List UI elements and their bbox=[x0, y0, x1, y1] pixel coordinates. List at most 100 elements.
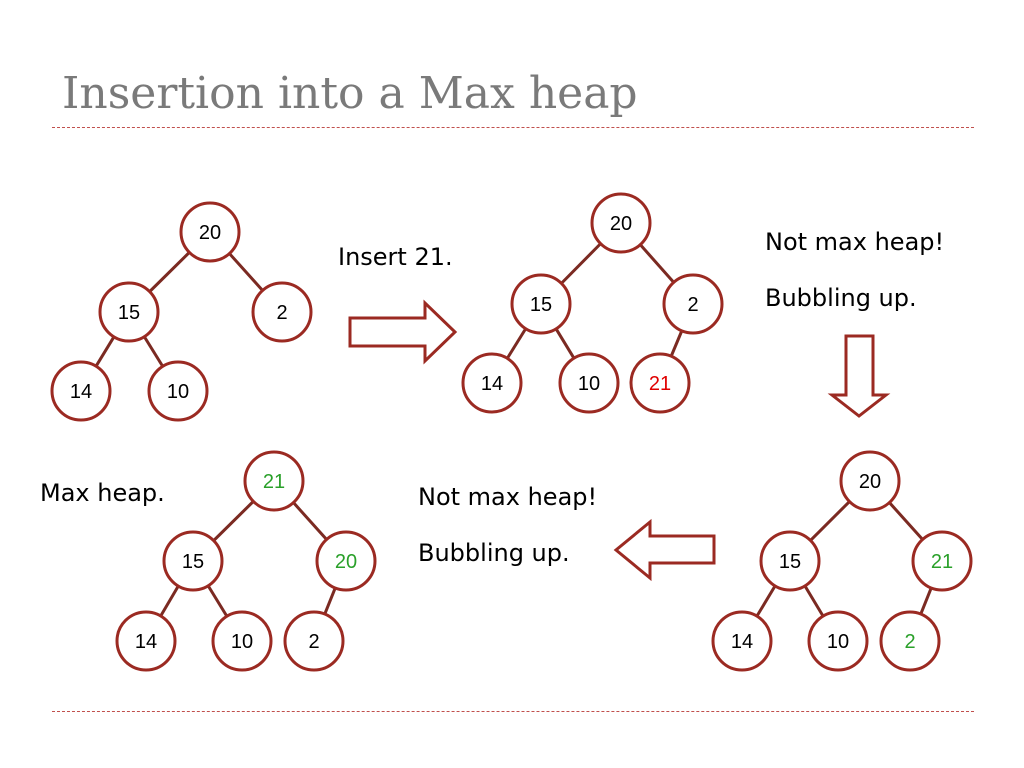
node-circle bbox=[590, 192, 652, 254]
tree-edge bbox=[639, 243, 675, 284]
tree-edge bbox=[803, 585, 825, 617]
node-value: 2 bbox=[308, 631, 319, 653]
node-circle bbox=[461, 352, 523, 414]
caption-not-max-heap-1: Not max heap! bbox=[765, 228, 945, 256]
slide-title: Insertion into a Max heap bbox=[62, 68, 638, 119]
node-value: 21 bbox=[649, 373, 671, 395]
node-value: 20 bbox=[199, 222, 221, 244]
arrow-right bbox=[348, 299, 458, 365]
heap-node: 20 bbox=[315, 530, 377, 592]
node-value: 20 bbox=[335, 551, 357, 573]
node-circle bbox=[558, 352, 620, 414]
arrow-left bbox=[613, 518, 716, 582]
heap-node: 2 bbox=[283, 610, 345, 672]
heap-node: 14 bbox=[461, 352, 523, 414]
bottom-divider bbox=[52, 711, 974, 712]
node-value: 15 bbox=[118, 302, 140, 324]
heap-node: 10 bbox=[558, 352, 620, 414]
caption-insert: Insert 21. bbox=[338, 243, 453, 271]
node-circle bbox=[98, 281, 160, 343]
heap-tree-initial: 20 15 2 14 10 bbox=[50, 201, 313, 422]
node-value: 14 bbox=[70, 381, 92, 403]
node-circle bbox=[179, 201, 241, 263]
tree-edge bbox=[554, 328, 576, 359]
node-circle bbox=[115, 610, 177, 672]
tree-edge bbox=[888, 501, 924, 541]
tree-edge bbox=[228, 252, 264, 292]
tree-edge bbox=[755, 585, 777, 617]
node-circle bbox=[807, 610, 869, 672]
heap-node: 10 bbox=[147, 360, 209, 422]
node-circle bbox=[662, 273, 724, 335]
caption-max-heap: Max heap. bbox=[40, 479, 165, 507]
heap-tree-first-swap: 20 15 21 14 10 2 bbox=[711, 450, 973, 672]
heap-tree-final: 21 15 20 14 10 2 bbox=[115, 450, 377, 672]
node-circle bbox=[162, 530, 224, 592]
tree-edge bbox=[560, 242, 602, 285]
tree-edge bbox=[206, 584, 229, 618]
tree-edge bbox=[143, 335, 164, 368]
node-value: 2 bbox=[687, 294, 698, 316]
node-value: 2 bbox=[904, 631, 915, 653]
tree-edge bbox=[506, 327, 527, 360]
node-circle bbox=[315, 530, 377, 592]
caption-not-max-heap-2: Not max heap! bbox=[418, 483, 598, 511]
tree-edge bbox=[212, 500, 255, 542]
heap-node: 20 bbox=[590, 192, 652, 254]
tree-edge bbox=[292, 501, 328, 541]
node-value: 10 bbox=[578, 373, 600, 395]
node-circle bbox=[211, 610, 273, 672]
top-divider bbox=[52, 127, 974, 128]
node-value: 15 bbox=[530, 294, 552, 316]
node-value: 21 bbox=[263, 471, 285, 493]
node-value: 10 bbox=[231, 631, 253, 653]
node-value: 14 bbox=[135, 631, 157, 653]
node-circle bbox=[510, 273, 572, 335]
heap-node: 20 bbox=[179, 201, 241, 263]
node-value: 10 bbox=[167, 381, 189, 403]
tree-edge bbox=[94, 336, 116, 367]
node-circle bbox=[283, 610, 345, 672]
node-value: 20 bbox=[610, 213, 632, 235]
node-value: 10 bbox=[827, 631, 849, 653]
node-circle bbox=[251, 281, 313, 343]
caption-bubbling-up-1: Bubbling up. bbox=[765, 284, 917, 312]
node-value: 15 bbox=[182, 551, 204, 573]
heap-node: 21 bbox=[629, 352, 691, 414]
heap-node: 20 bbox=[839, 450, 901, 512]
heap-node: 10 bbox=[211, 610, 273, 672]
node-circle bbox=[911, 530, 973, 592]
tree-edge bbox=[148, 251, 191, 293]
arrow-down bbox=[827, 334, 891, 418]
heap-node: 2 bbox=[251, 281, 313, 343]
tree-edge bbox=[919, 587, 933, 615]
node-value: 14 bbox=[481, 373, 503, 395]
caption-bubbling-up-2: Bubbling up. bbox=[418, 539, 570, 567]
node-circle bbox=[879, 610, 941, 672]
node-value: 20 bbox=[859, 471, 881, 493]
node-value: 15 bbox=[779, 551, 801, 573]
node-circle bbox=[711, 610, 773, 672]
heap-tree-after-insert: 20 15 2 14 10 21 bbox=[461, 192, 724, 414]
heap-node: 15 bbox=[510, 273, 572, 335]
node-value: 14 bbox=[731, 631, 753, 653]
node-circle bbox=[147, 360, 209, 422]
node-circle bbox=[50, 360, 112, 422]
node-value: 2 bbox=[276, 302, 287, 324]
heap-node: 15 bbox=[98, 281, 160, 343]
heap-node: 14 bbox=[711, 610, 773, 672]
heap-node: 14 bbox=[50, 360, 112, 422]
tree-edge bbox=[669, 330, 684, 357]
heap-node: 15 bbox=[162, 530, 224, 592]
heap-node: 2 bbox=[879, 610, 941, 672]
node-circle bbox=[243, 450, 305, 512]
node-value: 21 bbox=[931, 551, 953, 573]
tree-edge bbox=[159, 585, 180, 617]
heap-node: 15 bbox=[759, 530, 821, 592]
heap-node: 21 bbox=[243, 450, 305, 512]
node-circle bbox=[629, 352, 691, 414]
tree-edge bbox=[323, 587, 337, 615]
heap-node: 14 bbox=[115, 610, 177, 672]
heap-node: 21 bbox=[911, 530, 973, 592]
